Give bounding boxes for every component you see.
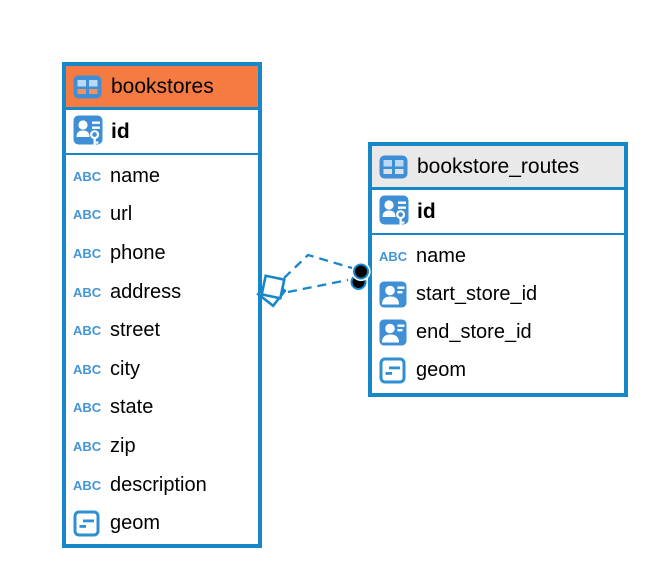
- foreign-key-icon: [379, 281, 407, 307]
- column-name: name: [416, 244, 467, 267]
- text-type-icon: ABC: [73, 361, 102, 377]
- text-type-icon: ABC: [73, 207, 102, 223]
- column-list: ABC name start_store_id: [372, 235, 624, 389]
- column-row-geom[interactable]: geom: [66, 504, 258, 543]
- foreign-key-icon: [379, 281, 409, 308]
- geometry-type-icon: [73, 510, 100, 537]
- geometry-type-icon: [73, 510, 103, 537]
- text-type-icon: ABC: [73, 284, 102, 300]
- column-name: url: [110, 203, 133, 226]
- column-name: geom: [110, 512, 161, 535]
- table-icon: [379, 155, 408, 178]
- column-name: zip: [110, 434, 136, 457]
- column-row-name[interactable]: ABC name: [372, 237, 624, 275]
- column-list: ABC name ABC url ABC phone ABC address A…: [66, 155, 258, 543]
- geometry-type-icon: [379, 357, 406, 383]
- table-bookstores[interactable]: bookstores id ABC name: [62, 62, 262, 548]
- table-header-bookstores[interactable]: bookstores: [66, 66, 258, 110]
- relationship-source-diamond-icon: [256, 274, 287, 308]
- column-name: city: [110, 357, 140, 380]
- table-name: bookstores: [111, 74, 214, 98]
- text-type-icon: ABC: [73, 400, 102, 416]
- text-type-icon: ABC: [73, 477, 102, 493]
- column-row-start-store-id[interactable]: start_store_id: [372, 275, 624, 313]
- relationship-link[interactable]: [256, 253, 371, 308]
- column-row-geom[interactable]: geom: [372, 351, 624, 389]
- column-name: street: [110, 319, 161, 342]
- column-row-name[interactable]: ABC name: [66, 157, 258, 196]
- text-type-icon: ABC: [73, 168, 102, 184]
- column-row-phone[interactable]: ABC phone: [66, 234, 258, 273]
- foreign-key-icon: [379, 319, 409, 346]
- text-type-icon: ABC: [379, 248, 408, 264]
- column-name: name: [110, 164, 161, 187]
- primary-key-name: id: [417, 199, 436, 223]
- table-icon: [379, 155, 409, 179]
- column-row-end-store-id[interactable]: end_store_id: [372, 313, 624, 351]
- column-row-url[interactable]: ABC url: [66, 196, 258, 235]
- column-row-id[interactable]: id: [66, 110, 258, 155]
- column-name: description: [110, 473, 207, 496]
- text-type-icon: ABC: [73, 323, 102, 339]
- column-name: end_store_id: [416, 320, 532, 343]
- column-name: address: [110, 280, 182, 303]
- column-name: state: [110, 396, 154, 419]
- primary-key-name: id: [111, 119, 130, 143]
- table-icon: [73, 75, 103, 99]
- primary-key-icon: [379, 195, 409, 226]
- column-name: geom: [416, 358, 467, 381]
- text-type-icon: ABC: [73, 245, 102, 261]
- column-row-city[interactable]: ABC city: [66, 350, 258, 389]
- geometry-type-icon: [379, 357, 409, 384]
- primary-key-icon: [379, 195, 409, 228]
- column-row-zip[interactable]: ABC zip: [66, 427, 258, 466]
- primary-key-icon: [73, 115, 103, 146]
- primary-key-icon: [73, 115, 103, 148]
- table-name: bookstore_routes: [417, 154, 580, 178]
- text-type-icon: ABC: [73, 438, 102, 454]
- table-icon: [73, 75, 102, 98]
- column-name: start_store_id: [416, 282, 538, 305]
- column-row-description[interactable]: ABC description: [66, 466, 258, 505]
- table-bookstore-routes[interactable]: bookstore_routes id ABC name: [368, 142, 628, 397]
- column-row-id[interactable]: id: [372, 190, 624, 235]
- column-row-street[interactable]: ABC street: [66, 311, 258, 350]
- table-header-bookstore-routes[interactable]: bookstore_routes: [372, 146, 624, 190]
- column-name: phone: [110, 241, 166, 264]
- column-row-state[interactable]: ABC state: [66, 389, 258, 428]
- foreign-key-icon: [379, 319, 407, 345]
- column-row-address[interactable]: ABC address: [66, 273, 258, 312]
